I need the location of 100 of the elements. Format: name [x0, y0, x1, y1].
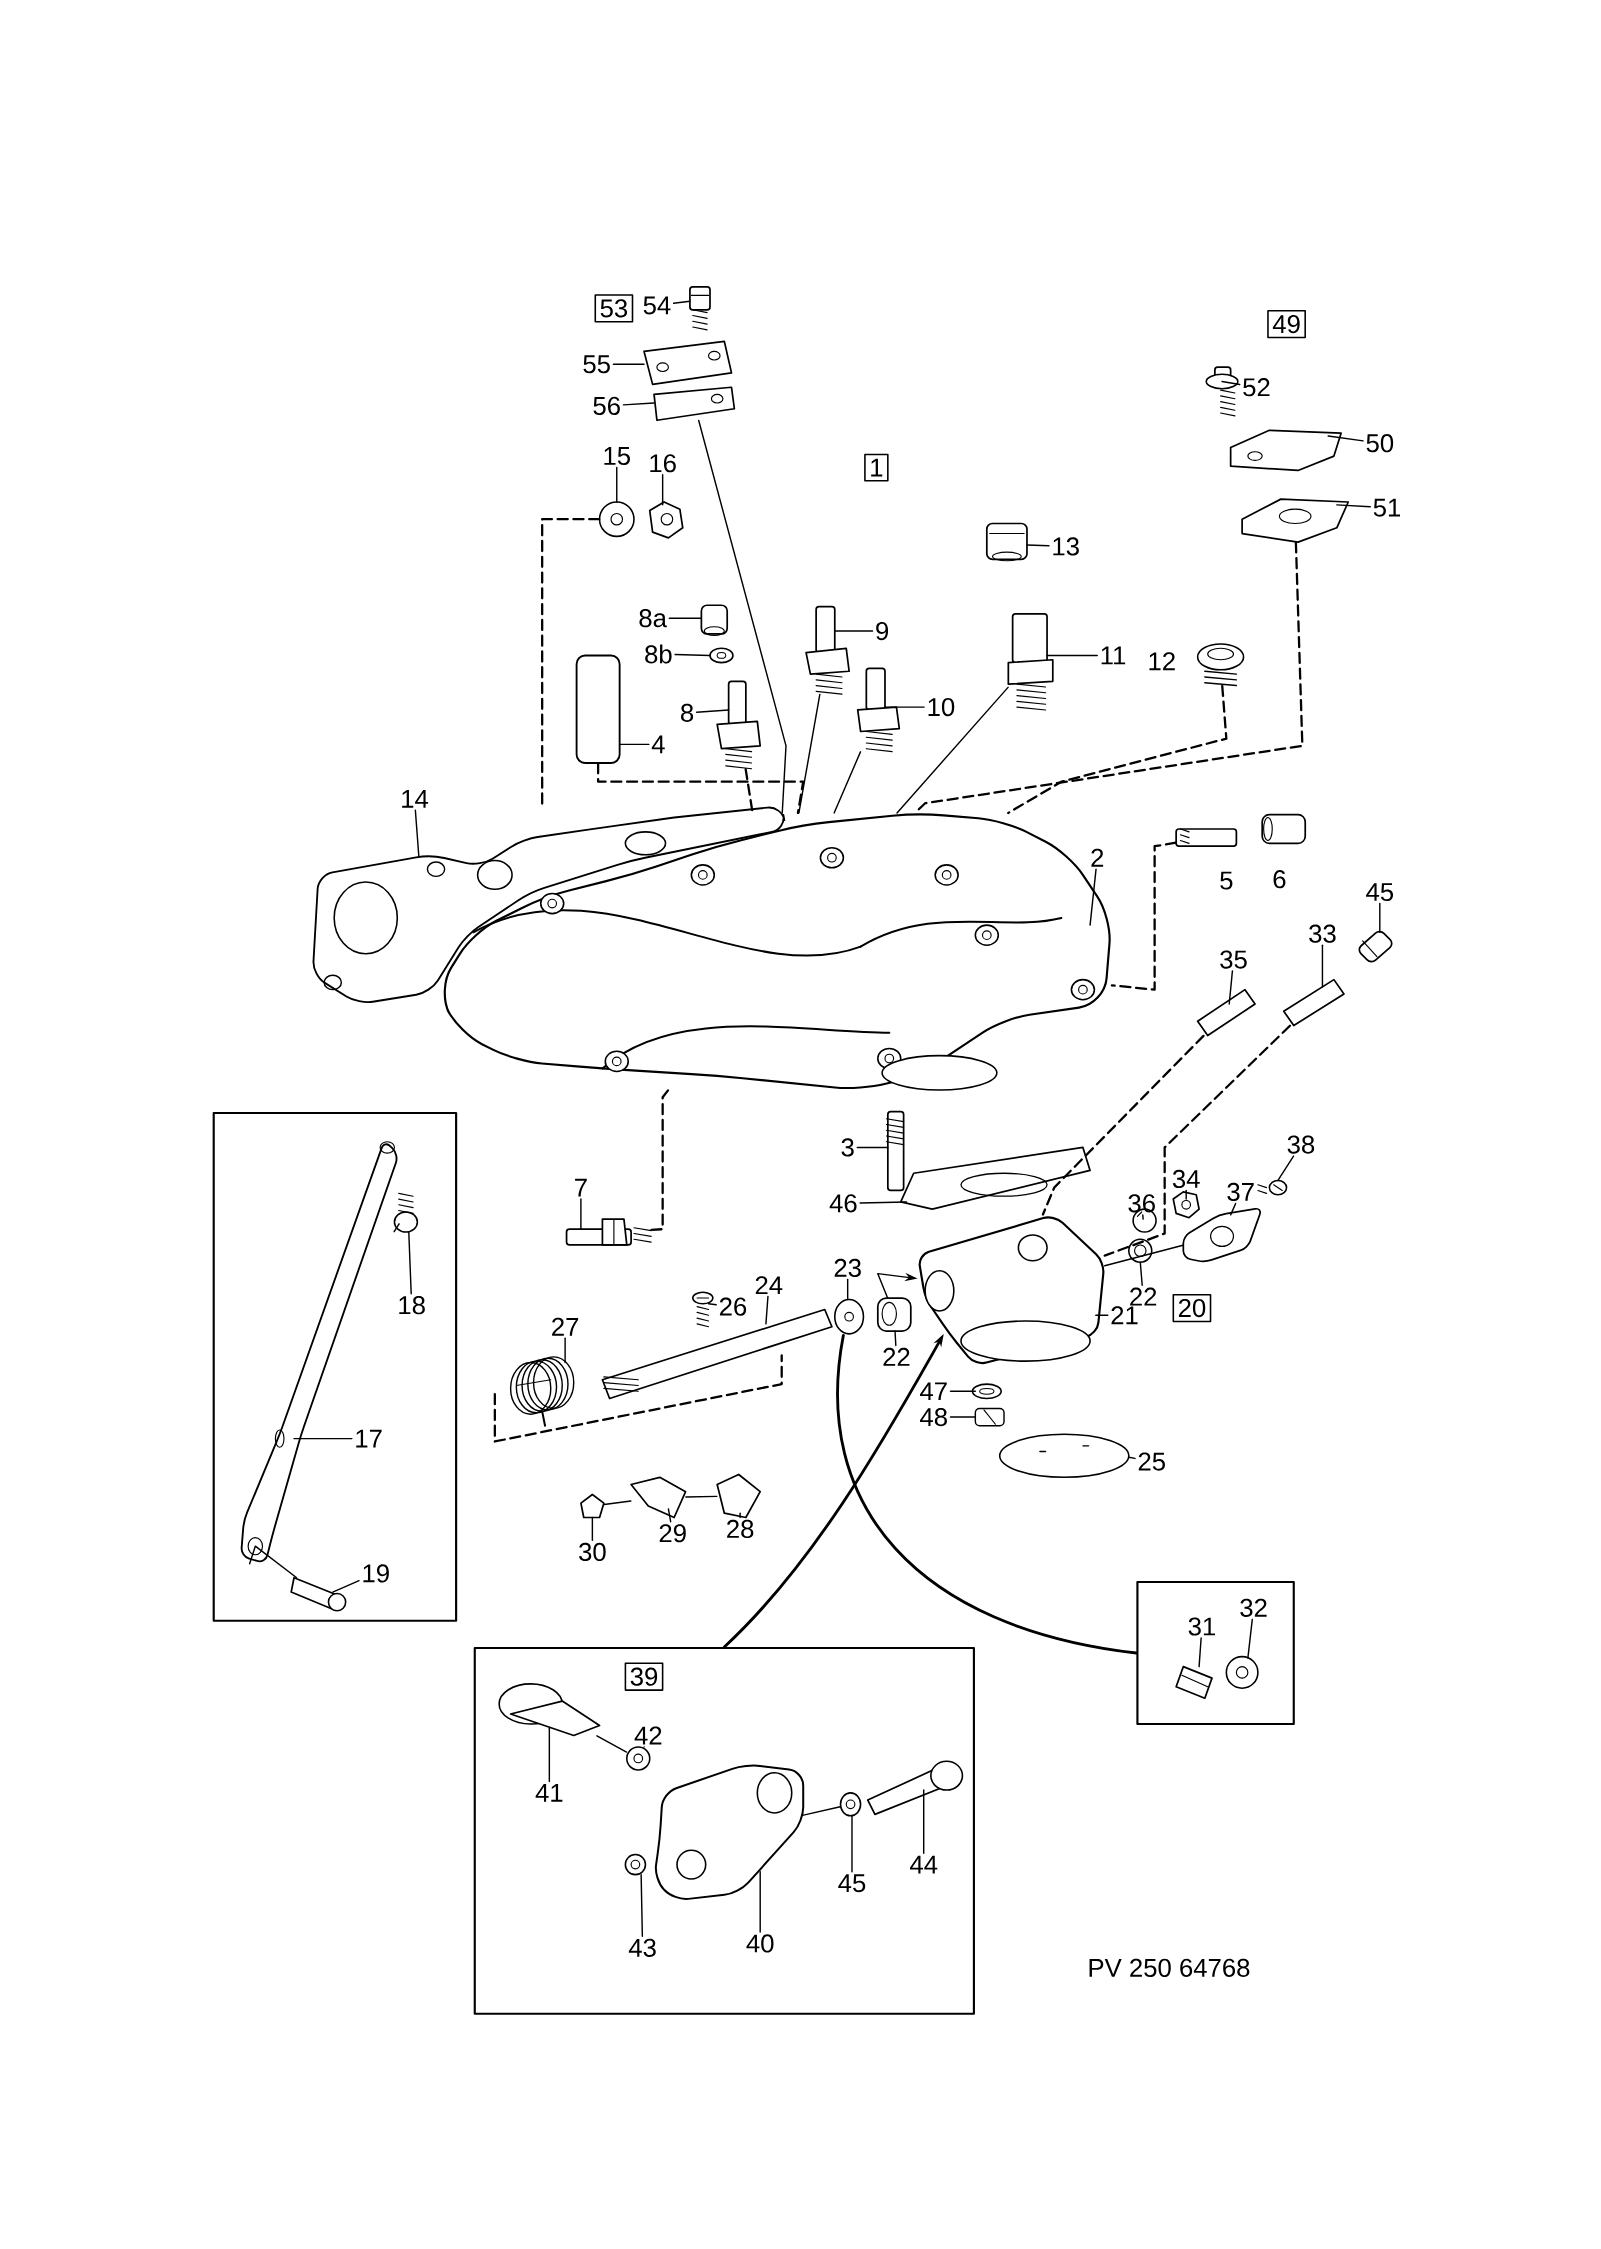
callout-number: 31	[1188, 1617, 1216, 1636]
callout-number: 15	[604, 447, 631, 466]
screw-drawing	[1257, 1179, 1288, 1196]
callout-number: 24	[755, 1276, 783, 1295]
leader-line	[1026, 544, 1050, 547]
leader-line	[1230, 1202, 1237, 1216]
screw-drawing	[692, 1291, 714, 1328]
stud-drawing	[886, 1110, 905, 1192]
callout-number: 40	[746, 1934, 774, 1953]
callout-number: 37	[1227, 1182, 1254, 1201]
assembly-line	[603, 1500, 632, 1506]
leader-line	[765, 1295, 769, 1325]
bolt-drawing	[867, 1760, 964, 1816]
nipple-drawing	[1196, 988, 1257, 1037]
leader-line	[414, 809, 420, 857]
leader-line	[1095, 1314, 1109, 1316]
leader-line	[640, 1873, 644, 1937]
leader-line	[847, 1278, 849, 1301]
leader-line	[332, 1579, 360, 1593]
exhaust-manifold-drawing	[443, 813, 1111, 1091]
callout-number: 46	[829, 1194, 857, 1213]
callout-number: 9	[876, 621, 889, 641]
boxed-callout-number: 53	[594, 294, 634, 323]
flange-drawing	[1182, 1207, 1262, 1263]
nut-drawing	[649, 501, 684, 539]
bolt-drawing	[290, 1576, 347, 1612]
callout-number: 22	[883, 1347, 910, 1366]
stud-drawing	[805, 605, 851, 695]
washer-drawing	[839, 1792, 862, 1817]
assembly-line	[698, 419, 787, 814]
leader-line	[851, 1815, 853, 1873]
leader-line	[674, 653, 711, 657]
gasket-drawing	[1241, 498, 1350, 543]
inset-frame	[212, 1111, 458, 1622]
leader-line	[673, 300, 691, 304]
callout-number: 12	[1149, 652, 1175, 671]
cap-drawing	[1261, 813, 1307, 845]
callout-number: 3	[841, 1138, 854, 1157]
callout-number: 50	[1366, 434, 1394, 453]
leader-line	[1228, 970, 1234, 1005]
leader-line	[708, 1303, 718, 1306]
callout-number: 41	[535, 1784, 563, 1802]
clip-drawing	[974, 1407, 1005, 1427]
callout-number: 30	[579, 1542, 606, 1561]
drawing-number: PV 250 64768	[1089, 1958, 1250, 1977]
ring-drawing	[709, 647, 734, 664]
assembly-line	[1007, 684, 1228, 815]
callout-number: 8	[681, 703, 694, 722]
nut-drawing	[580, 1493, 605, 1519]
assembly-line	[1110, 841, 1178, 991]
callout-number: 13	[1053, 537, 1080, 556]
assembly-line	[896, 686, 1009, 814]
assembly-line	[393, 1223, 400, 1233]
callout-number: 34	[1173, 1169, 1200, 1189]
callout-number: 44	[910, 1855, 938, 1874]
callout-number: 48	[920, 1407, 948, 1427]
callout-number: 35	[1220, 950, 1247, 969]
bushing-drawing	[1128, 1238, 1153, 1263]
stud-drawing	[857, 667, 901, 753]
inset-frame	[1136, 1580, 1295, 1726]
gasket-drawing	[900, 1146, 1092, 1210]
leader-line	[1379, 902, 1381, 933]
callout-number: 56	[593, 396, 621, 415]
assembly-line	[596, 1735, 628, 1753]
callout-number: 33	[1309, 924, 1336, 943]
leader-line	[1139, 1261, 1144, 1286]
leader-line	[1089, 868, 1097, 926]
callout-number: 19	[363, 1564, 390, 1583]
leader-line	[859, 1201, 908, 1204]
leader-line	[1277, 1155, 1295, 1182]
nut-drawing	[1225, 1655, 1259, 1689]
leader-line	[1336, 504, 1372, 508]
nut-drawing	[1172, 1191, 1201, 1219]
leader-line	[1185, 1189, 1188, 1200]
leader-line	[564, 1337, 566, 1364]
plug-drawing	[1197, 643, 1245, 687]
lever-drawing	[630, 1476, 687, 1519]
callout-number: 8a	[639, 609, 668, 628]
callout-number: 47	[920, 1382, 947, 1401]
bolt-drawing	[1205, 366, 1239, 417]
callout-number: 28	[727, 1519, 754, 1539]
leader-line	[923, 1789, 925, 1855]
bracket-drawing	[240, 1141, 398, 1563]
plate-drawing	[716, 1473, 762, 1519]
clip-drawing	[971, 1383, 1003, 1400]
leader-line	[949, 1416, 977, 1418]
boxed-callout-number: 49	[1267, 309, 1307, 339]
cap-drawing	[986, 522, 1028, 562]
leader-line	[856, 1146, 889, 1149]
callout-number: 10	[928, 698, 955, 717]
callout-number: 45	[1366, 883, 1394, 902]
leader-line	[616, 466, 618, 503]
callout-number: 22	[1130, 1287, 1157, 1306]
callout-number: 29	[659, 1524, 686, 1543]
gasket-drawing	[653, 386, 736, 422]
plate-drawing	[643, 340, 733, 386]
leader-line	[1321, 944, 1324, 988]
leader-line	[894, 1330, 897, 1347]
callout-number: 26	[720, 1297, 747, 1316]
assembly-line	[249, 1545, 298, 1579]
